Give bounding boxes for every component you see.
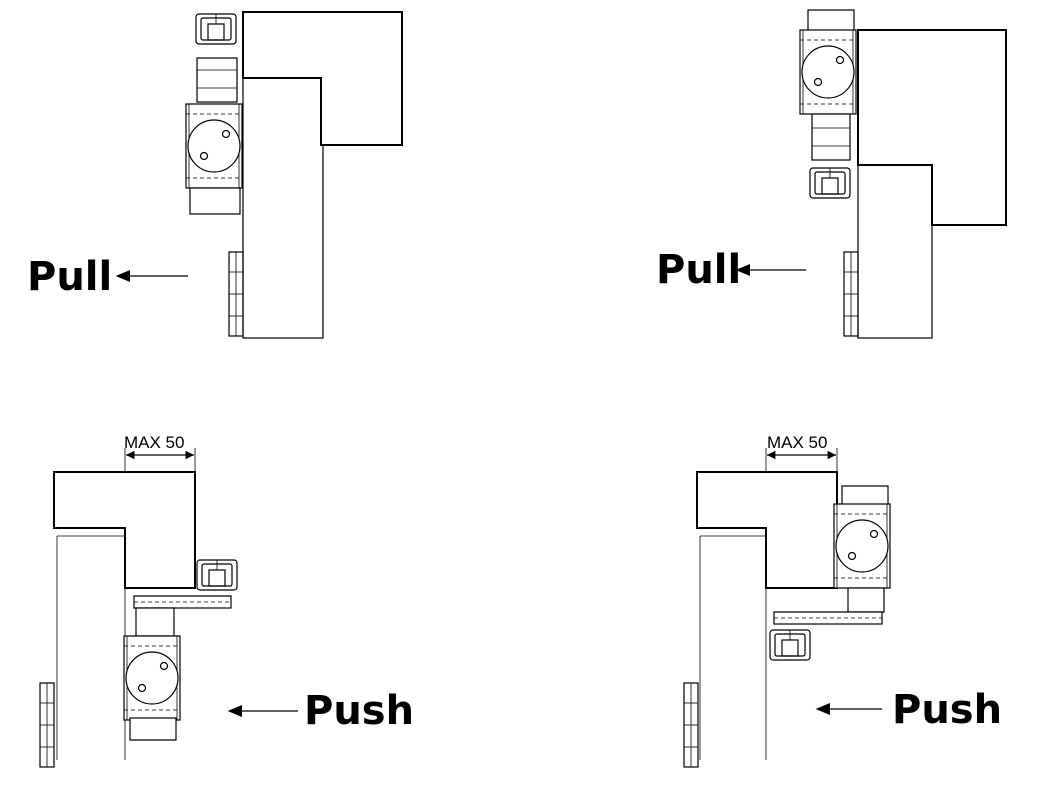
frame-head <box>242 11 403 146</box>
hinge <box>683 682 699 768</box>
arm-shoe <box>769 629 811 661</box>
closer-body <box>799 29 857 115</box>
door-leaf <box>242 77 324 339</box>
frame-head <box>53 471 196 589</box>
hinge <box>228 251 244 337</box>
arm-shoe <box>196 559 238 591</box>
action-label: Pull <box>27 254 112 300</box>
panel-top-left: Pull <box>27 11 403 339</box>
arm-shoe <box>195 13 237 45</box>
hinge <box>39 682 55 768</box>
dimension-label: MAX 50 <box>767 433 827 452</box>
frame-head <box>857 29 1007 226</box>
action-label: Pull <box>656 247 741 293</box>
hinge <box>843 251 859 337</box>
panel-top-right: Pull <box>656 9 1007 339</box>
action-label: Push <box>304 688 414 734</box>
closer-end-cap <box>129 717 177 741</box>
panel-bottom-right: MAX 50 Push <box>683 433 1002 768</box>
arm-spindle <box>811 113 851 161</box>
action-label: Push <box>892 687 1002 733</box>
closer-body <box>123 635 181 721</box>
arm-spindle <box>135 607 175 637</box>
arm-spindle <box>196 57 238 103</box>
arm-spindle <box>847 587 885 613</box>
closer-end-cap <box>189 187 241 215</box>
closer-body <box>833 503 891 589</box>
panel-bottom-left: MAX 50 Push <box>39 433 414 768</box>
closer-body <box>185 103 243 189</box>
frame-head <box>696 471 838 589</box>
arm-shoe <box>809 167 851 199</box>
door-leaf <box>857 164 933 339</box>
dimension-label: MAX 50 <box>124 433 184 452</box>
